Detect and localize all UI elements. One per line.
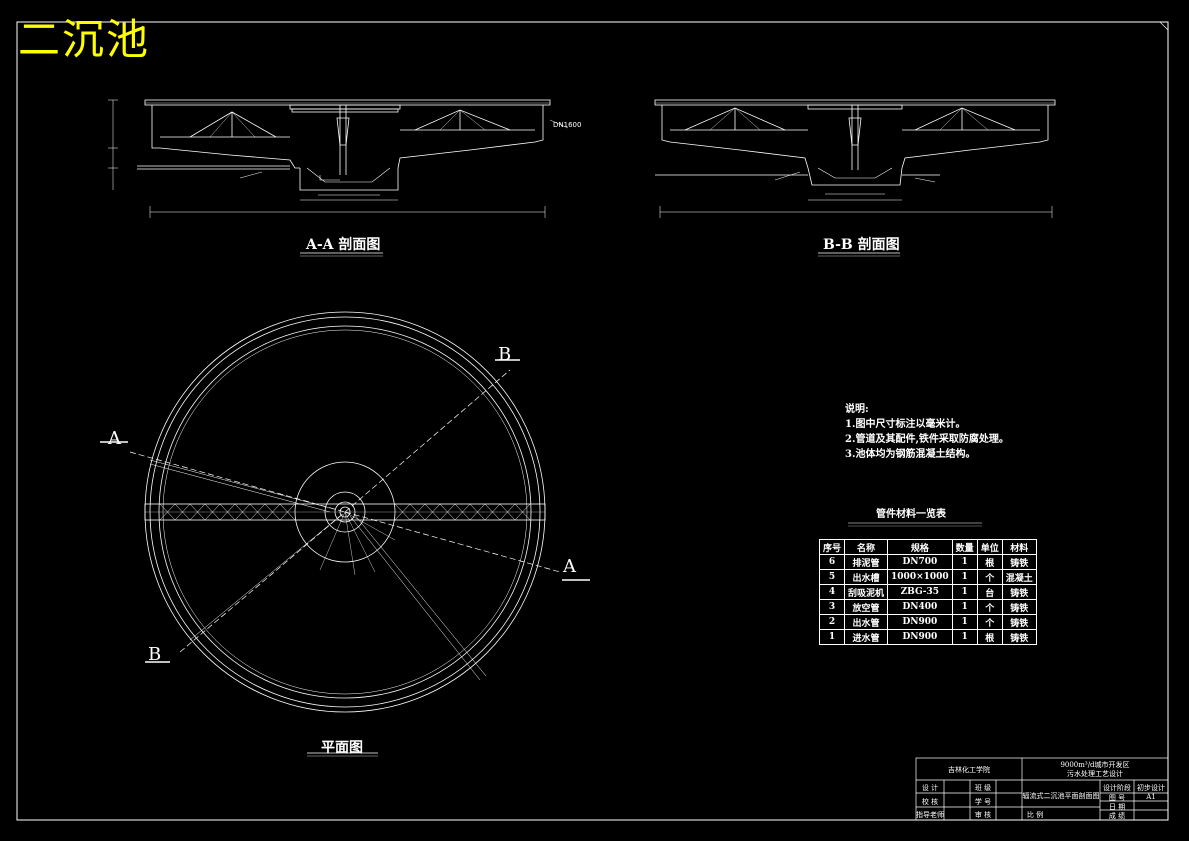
table-header-row: 序号 名称 规格 数量 单位 材料	[818, 539, 1037, 555]
table-cell: 2	[818, 614, 846, 630]
section-bb-drawing	[654, 99, 1056, 218]
table-row: 4 刮吸泥机 ZBG-35 1 台 铸铁	[818, 584, 1037, 600]
table-cell: 1	[951, 614, 978, 630]
table-cell: 铸铁	[1001, 554, 1037, 570]
note-item: 3.池体均为钢筋混凝土结构。	[845, 449, 976, 460]
mentor-label: 指导老师	[916, 811, 944, 819]
table-cell: 根	[976, 554, 1003, 570]
table-cell: 铸铁	[1001, 629, 1037, 645]
table-cell: 1000×1000	[887, 569, 953, 585]
drawing-title: 二沉池	[18, 15, 151, 64]
project-title-line1: 9000m³/d城市开发区	[1060, 761, 1130, 769]
table-cell: 个	[976, 569, 1003, 585]
table-header: 材料	[1001, 539, 1037, 555]
table-cell: 个	[976, 599, 1003, 615]
table-cell: 刮吸泥机	[844, 584, 889, 600]
stage-value: 初步设计	[1137, 784, 1165, 792]
table-cell: 个	[976, 614, 1003, 630]
class-label: 班 级	[974, 784, 992, 792]
table-cell: 进水管	[844, 629, 889, 645]
table-cell: DN700	[887, 554, 953, 570]
materials-table: 序号 名称 规格 数量 单位 材料 6 排泥管 DN700 1 根 铸铁 5 出…	[818, 539, 1037, 645]
table-row: 1 进水管 DN900 1 根 铸铁	[818, 629, 1037, 645]
table-cell: 铸铁	[1001, 584, 1037, 600]
table-cell: 出水管	[844, 614, 889, 630]
table-cell: 根	[976, 629, 1003, 645]
scale-label: 比 例	[1026, 811, 1044, 819]
review-label: 审 核	[974, 811, 992, 819]
date-label: 日 期	[1108, 803, 1126, 811]
table-header: 名称	[844, 539, 889, 555]
table-row: 3 放空管 DN400 1 个 铸铁	[818, 599, 1037, 615]
table-cell: 台	[976, 584, 1003, 600]
grade-label: 成 绩	[1108, 812, 1126, 820]
design-notes: 说明: 1.图中尺寸标注以毫米计。 2.管道及其配件,铁件采取防腐处理。 3.池…	[845, 402, 1009, 462]
table-cell: 铸铁	[1001, 614, 1037, 630]
table-cell: DN900	[887, 614, 953, 630]
table-cell: 1	[951, 554, 978, 570]
title-block-grid	[915, 757, 1169, 821]
check-label: 校 核	[921, 798, 939, 806]
table-cell: 1	[951, 584, 978, 600]
table-row: 6 排泥管 DN700 1 根 铸铁	[818, 554, 1037, 570]
table-cell: 1	[951, 599, 978, 615]
table-cell: 排泥管	[844, 554, 889, 570]
section-marker-b-left: B	[148, 644, 162, 665]
sheet-label: 图 号	[1108, 794, 1126, 802]
section-marker-a-left: A	[108, 428, 121, 449]
section-aa-drawing	[108, 99, 569, 218]
table-cell: 5	[818, 569, 846, 585]
section-marker-b-right: B	[498, 344, 512, 365]
table-cell: 4	[818, 584, 846, 600]
drawing-name: 辐流式二沉池平面剖面图	[1022, 792, 1100, 800]
table-header: 数量	[951, 539, 978, 555]
table-cell: 铸铁	[1001, 599, 1037, 615]
project-title-line2: 污水处理工艺设计	[1067, 770, 1123, 778]
section-bb-title: B-B 剖面图	[823, 237, 900, 253]
table-cell: 混凝土	[1001, 569, 1037, 585]
table-cell: 放空管	[844, 599, 889, 615]
table-row: 2 出水管 DN900 1 个 铸铁	[818, 614, 1037, 630]
sheet-value: A1	[1146, 793, 1156, 801]
design-label: 设 计	[921, 784, 939, 792]
table-cell: 3	[818, 599, 846, 615]
table-header: 单位	[976, 539, 1003, 555]
table-cell: 1	[951, 569, 978, 585]
table-cell: ZBG-35	[887, 584, 953, 600]
table-cell: 6	[818, 554, 846, 570]
table-cell: 1	[951, 629, 978, 645]
table-header: 序号	[818, 539, 846, 555]
section-aa-title: A-A 剖面图	[306, 237, 381, 253]
table-cell: DN900	[887, 629, 953, 645]
number-label: 学 号	[974, 798, 992, 806]
materials-table-caption: 管件材料一览表	[876, 509, 946, 520]
section-marker-a-right: A	[563, 556, 576, 577]
table-header: 规格	[887, 539, 953, 555]
pipe-dn1600-label: DN1600	[553, 121, 582, 129]
plan-drawing	[100, 311, 590, 713]
school-name: 吉林化工学院	[948, 766, 990, 774]
table-cell: 出水槽	[844, 569, 889, 585]
table-row: 5 出水槽 1000×1000 1 个 混凝土	[818, 569, 1037, 585]
notes-heading: 说明:	[845, 404, 869, 415]
stage-label: 设计阶段	[1103, 784, 1131, 792]
table-cell: 1	[818, 629, 846, 645]
note-item: 1.图中尺寸标注以毫米计。	[845, 419, 966, 430]
note-item: 2.管道及其配件,铁件采取防腐处理。	[845, 434, 1009, 445]
plan-view-title: 平面图	[321, 740, 363, 756]
table-cell: DN400	[887, 599, 953, 615]
drawing-frame	[16, 21, 1169, 821]
